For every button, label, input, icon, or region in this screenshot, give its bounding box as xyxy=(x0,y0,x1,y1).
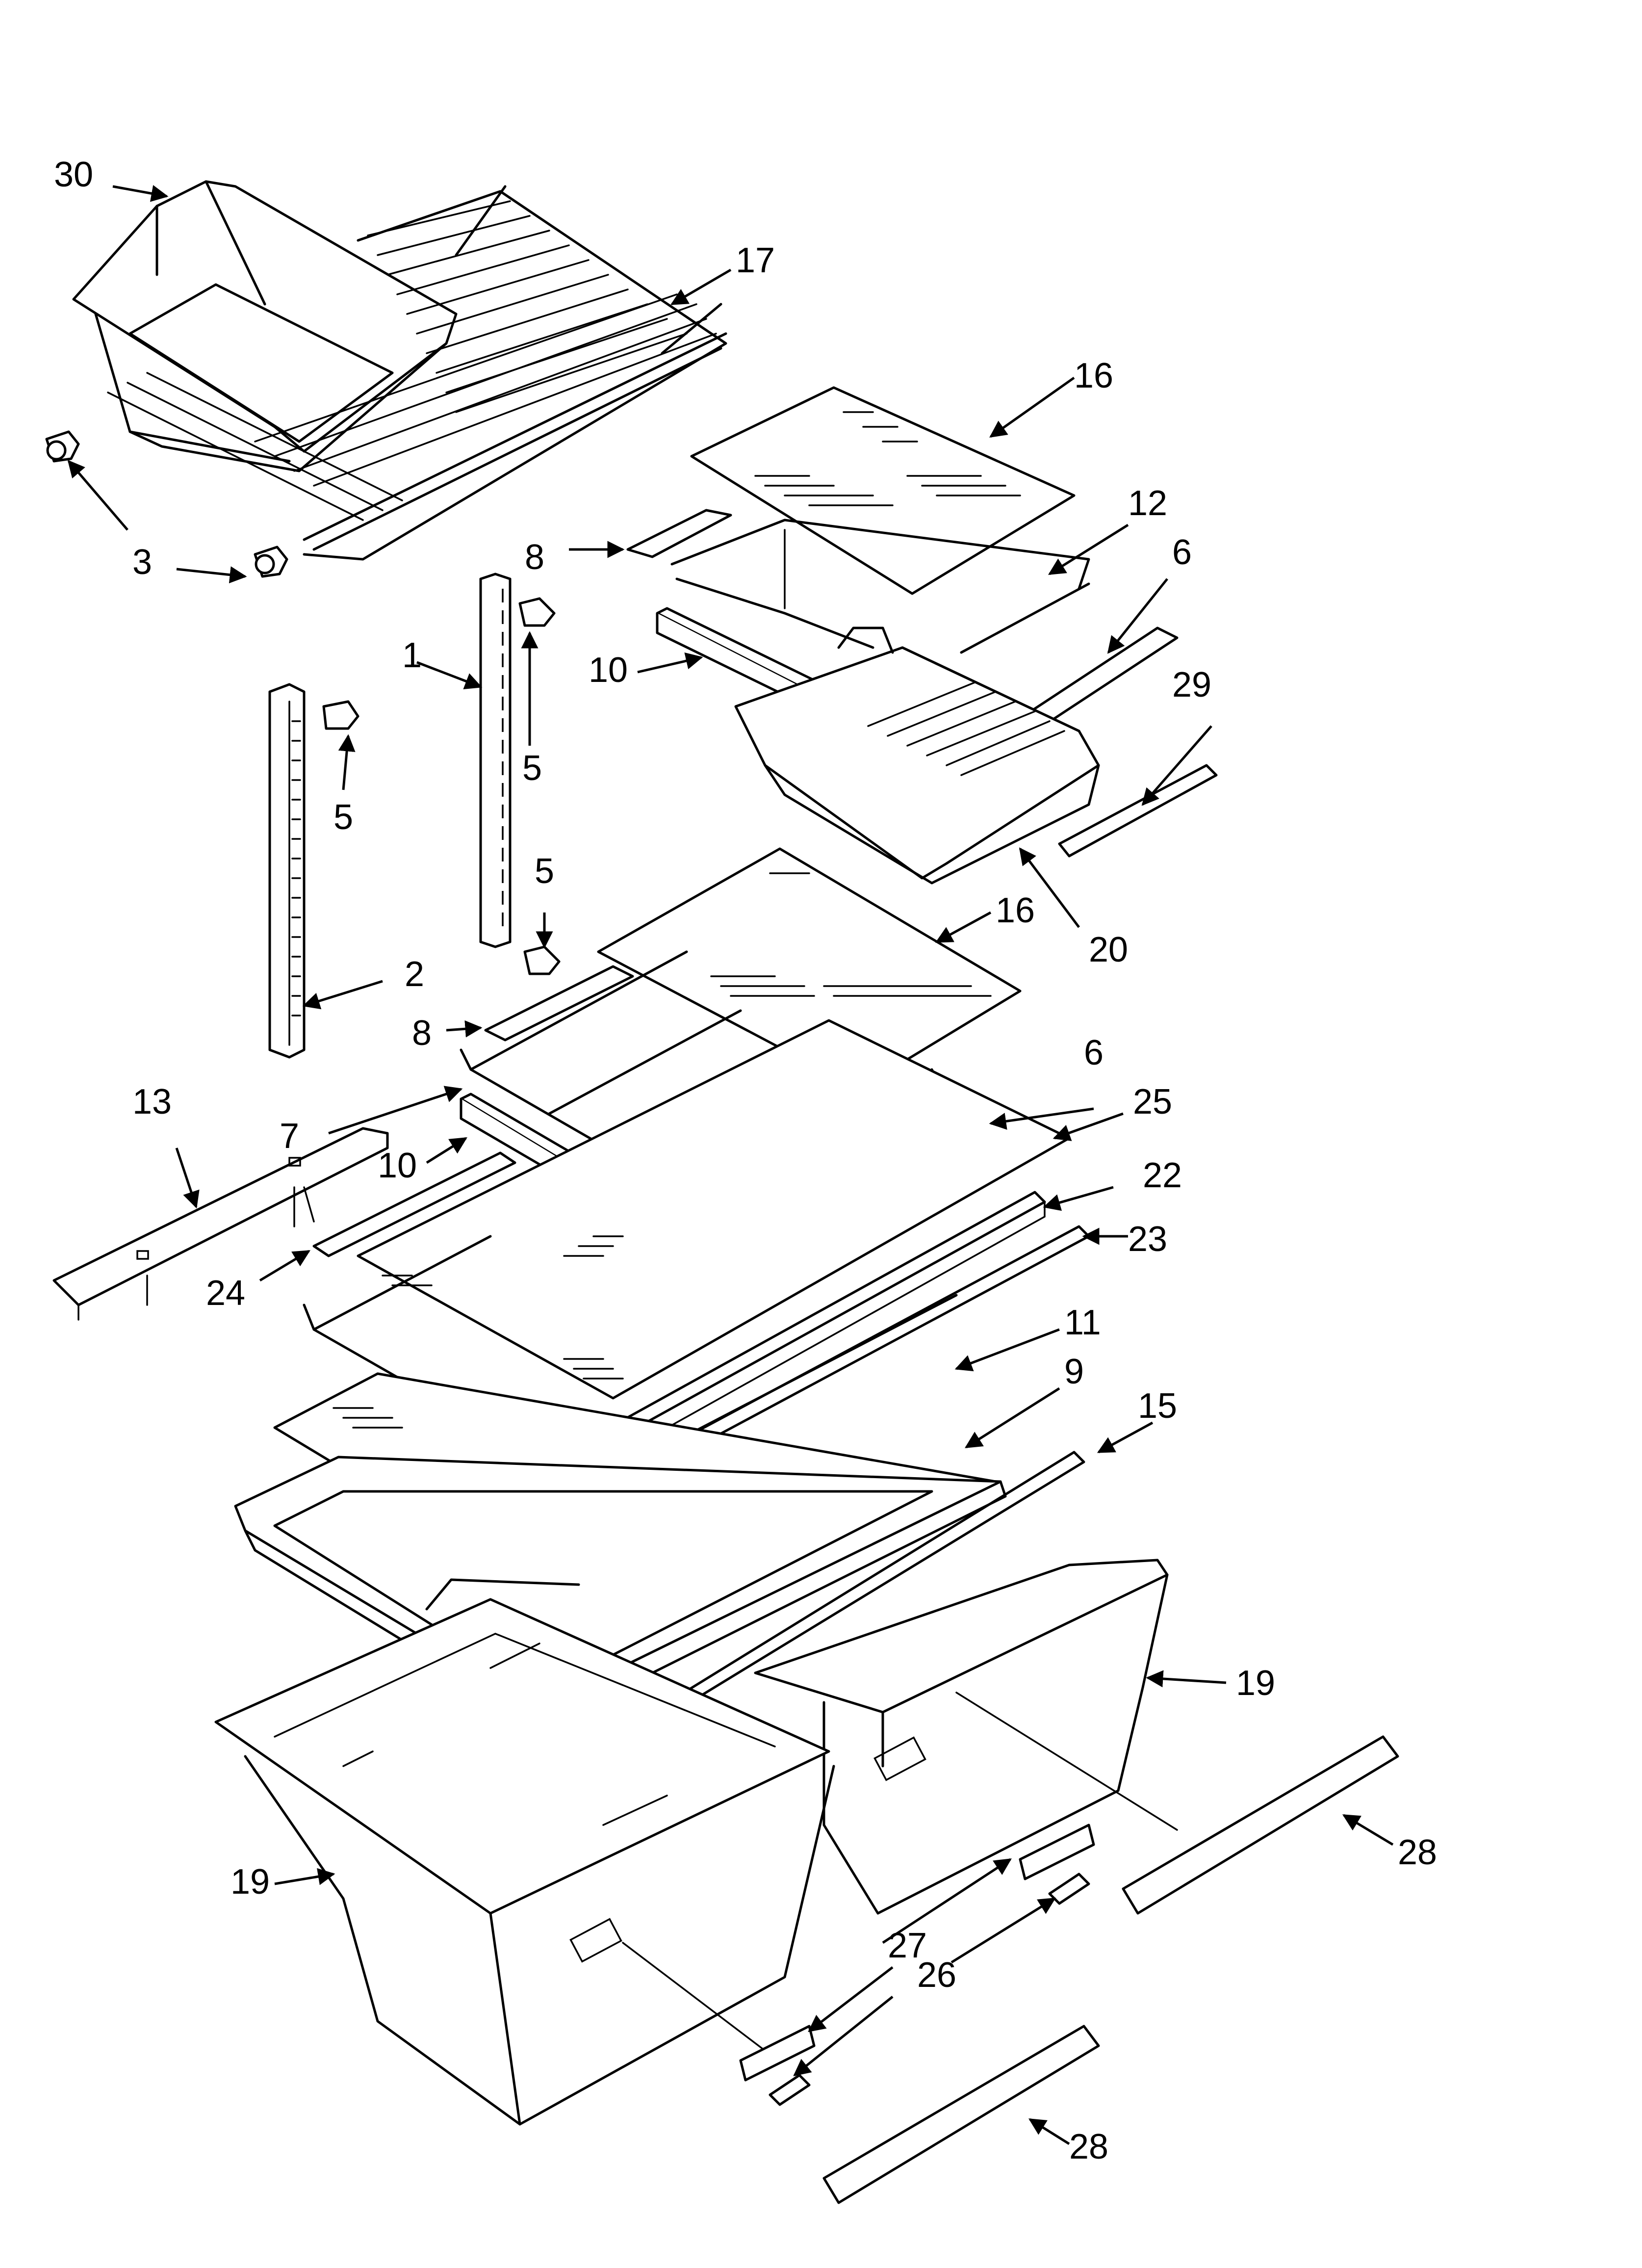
part-20-crisper-drawer xyxy=(734,626,1100,885)
callout-23: 23 xyxy=(1128,1220,1167,1259)
callout-16: 16 xyxy=(996,891,1035,930)
part-28-drawer-trim-right xyxy=(1122,1735,1399,1915)
callout-30: 30 xyxy=(54,155,93,194)
callout-13: 13 xyxy=(132,1082,172,1121)
part-5-screw-a xyxy=(322,700,359,730)
callout-8: 8 xyxy=(525,538,544,577)
callout-11: 11 xyxy=(1064,1303,1101,1342)
part-16-glass-shelf-top xyxy=(690,386,1076,595)
part-26-drawer-stop-left xyxy=(769,2074,811,2106)
callout-6: 6 xyxy=(1084,1033,1103,1072)
callout-9: 9 xyxy=(1064,1352,1084,1391)
part-30-storage-bin xyxy=(72,180,458,472)
part-19-crisper-drawer-left xyxy=(214,1598,835,2126)
callout-labels: 30 17 16 3 8 12 6 1 10 5 5 29 5 16 20 2 … xyxy=(54,155,1437,2166)
callout-6: 6 xyxy=(1172,533,1192,572)
callout-25: 25 xyxy=(1133,1082,1172,1121)
part-27-drawer-clip-left xyxy=(739,2025,816,2082)
part-17-wire-shelf xyxy=(107,185,727,561)
callout-29: 29 xyxy=(1172,665,1211,704)
leader-lines xyxy=(67,185,1394,2145)
callout-5: 5 xyxy=(334,798,353,837)
callout-5: 5 xyxy=(535,852,554,891)
part-28-drawer-trim-left xyxy=(822,2025,1100,2204)
callout-24: 24 xyxy=(206,1274,245,1313)
callout-2: 2 xyxy=(405,955,424,994)
part-3-shelf-support-right xyxy=(254,546,288,578)
part-5-screw-b xyxy=(518,597,556,627)
part-12-shelf-frame xyxy=(670,519,1090,654)
callout-28: 28 xyxy=(1398,1833,1437,1872)
callout-7: 7 xyxy=(280,1117,299,1156)
part-13-control-housing xyxy=(52,1127,389,1321)
callout-28: 28 xyxy=(1069,2127,1108,2166)
callout-20: 20 xyxy=(1089,930,1128,969)
callout-27: 27 xyxy=(888,1926,927,1965)
callout-19: 19 xyxy=(231,1862,270,1902)
callout-16: 16 xyxy=(1074,356,1113,395)
callout-12: 12 xyxy=(1128,484,1167,523)
callout-15: 15 xyxy=(1138,1386,1177,1426)
callout-3: 3 xyxy=(132,543,152,582)
part-1-right-ladder-rail xyxy=(479,573,512,948)
part-26-drawer-stop-right xyxy=(1048,1873,1090,1905)
part-27-drawer-clip-right xyxy=(1019,1824,1095,1880)
part-3-shelf-support-left xyxy=(45,430,80,463)
part-8-trim-middle xyxy=(484,965,634,1042)
callout-26: 26 xyxy=(917,1955,956,1995)
part-29-trim xyxy=(1058,764,1218,858)
part-25-glass-shelf-lower xyxy=(357,1019,1071,1400)
part-5-screw-c xyxy=(523,945,561,975)
callout-22: 22 xyxy=(1143,1156,1182,1195)
part-2-left-ladder-rail xyxy=(268,683,306,1059)
callout-17: 17 xyxy=(736,241,775,280)
callout-1: 1 xyxy=(402,636,422,675)
part-24-trim xyxy=(312,1151,516,1257)
part-8-trim-top xyxy=(626,509,732,558)
callout-5: 5 xyxy=(522,749,542,788)
callout-10: 10 xyxy=(378,1146,417,1185)
callout-10: 10 xyxy=(589,651,628,690)
callout-8: 8 xyxy=(412,1014,432,1053)
callout-19: 19 xyxy=(1236,1664,1275,1703)
